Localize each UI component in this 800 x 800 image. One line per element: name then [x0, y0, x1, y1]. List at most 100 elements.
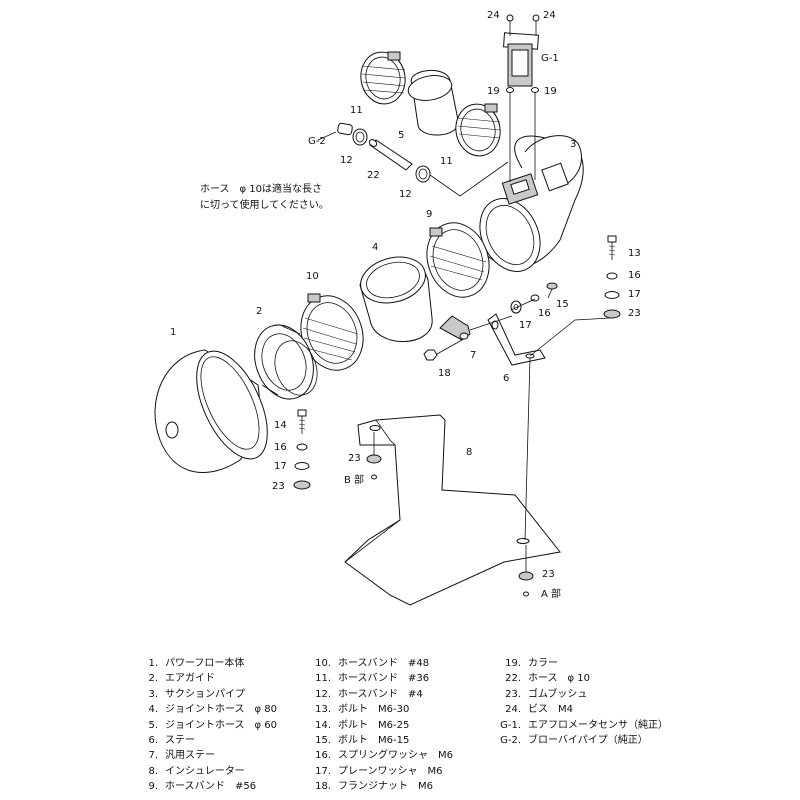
legend-item-number: 14.	[315, 719, 331, 731]
legend-item: 24. ビス M4	[495, 702, 668, 717]
legend-item-number: G-2.	[500, 735, 521, 747]
callout-23a: 23	[628, 308, 641, 319]
legend-item-number: 10.	[315, 658, 331, 669]
hose-cut-note-line-2: に切って使用してください。	[200, 198, 329, 211]
legend-item: 17.プレーンワッシャ M6	[305, 764, 453, 779]
legend-item: 4.ジョイントホース φ 80	[132, 702, 277, 717]
hose-bands-12	[352, 128, 431, 183]
legend-item: 1.パワーフロー本体	[132, 656, 277, 671]
legend-item: 12. ホースバンド #4	[305, 687, 453, 702]
callout-11b: 11	[440, 156, 453, 167]
legend-item-number: 12.	[315, 688, 331, 700]
stack-13	[603, 235, 621, 319]
legend-item-name: フランジナット M6	[338, 781, 433, 793]
callout-4: 4	[372, 242, 378, 253]
callout-23d: 23	[542, 569, 555, 580]
legend-item: 2. エアガイド	[132, 671, 277, 686]
legend-item: 7.汎用ステー	[132, 748, 277, 763]
legend-item-name: ビス M4	[528, 704, 573, 716]
legend-item: 9.ホースバンド #56	[132, 779, 277, 794]
legend-item: 8.インシュレーター	[132, 764, 277, 779]
legend-item-number: 18.	[315, 781, 331, 793]
legend-item-name: スプリングワッシャ M6	[338, 750, 453, 762]
legend-item-name: ゴムブッシュ	[528, 688, 588, 700]
washers-16-17-right	[510, 294, 540, 314]
legend-item-name: ブローバイパイプ（純正）	[528, 735, 648, 747]
legend-item-name: サクションパイプ	[165, 688, 245, 700]
insulator	[344, 414, 561, 606]
callout-19a: 19	[487, 86, 500, 97]
callout-17b: 17	[519, 320, 532, 331]
legend-item-name: ホースバンド #4	[338, 688, 423, 700]
legend-item-number: 24.	[505, 704, 521, 716]
legend-item-name: ボルト M6-30	[338, 704, 410, 716]
legend-item-number: 19.	[505, 658, 521, 669]
callout-14: 14	[274, 420, 287, 431]
legend-item-number: 7.	[148, 750, 158, 762]
legend-item-name: エアフロメータセンサ（純正）	[528, 719, 668, 731]
blow-by-pipe	[317, 122, 353, 141]
legend-item: 18. フランジナット M6	[305, 779, 453, 794]
callout-16a: 16	[628, 270, 641, 281]
legend-column-2: 10. ホースバンド #48 11.ホースバンド #36 12. ホースバンド #4 13…	[305, 656, 453, 795]
legend-item-number: 2.	[148, 673, 158, 685]
callout-12b: 12	[399, 189, 412, 200]
hose-band-48	[300, 293, 364, 371]
callout-2: 2	[256, 306, 262, 317]
callout-16b: 16	[538, 308, 551, 319]
exploded-parts-diagram: 1 2 3 4 5 6 7 8 9 10 11 11 12 12 13 14 1…	[154, 10, 641, 606]
stay	[487, 313, 611, 541]
suction-pipe	[479, 135, 584, 272]
legend-item: 13. ボルト M6-30	[305, 702, 453, 717]
callout-24b: 24	[543, 10, 556, 21]
legend-item-number: 6.	[148, 735, 158, 747]
legend-item-number: 3.	[148, 688, 158, 700]
callout-17a: 17	[628, 289, 641, 300]
legend-item-number: 4.	[148, 704, 158, 716]
legend-item-name: インシュレーター	[165, 765, 245, 777]
hose-band-56	[426, 222, 490, 298]
legend-item: 11.ホースバンド #36	[305, 671, 453, 686]
flange-nut	[423, 339, 463, 361]
bushing-a-section	[518, 545, 534, 597]
hose-10	[368, 139, 509, 197]
callout-12a: 12	[340, 155, 353, 166]
legend-item-name: エアガイド	[165, 673, 215, 685]
section-label-a: A 部	[541, 587, 561, 600]
legend-item: 15.ボルト M6-15	[305, 733, 453, 748]
collars-19	[506, 87, 539, 182]
legend-item-number: 13.	[315, 704, 331, 716]
callout-22: 22	[367, 170, 380, 181]
hose-cut-note-line-1: ホース φ 10は適当な長さ	[200, 182, 322, 195]
legend-item: 6.ステー	[132, 733, 277, 748]
callout-15: 15	[556, 299, 569, 310]
callout-g2: G-2	[308, 136, 326, 147]
callout-11a: 11	[350, 105, 363, 116]
legend-item-name: ホースバンド #56	[165, 781, 257, 793]
bushing-b-section	[366, 432, 382, 480]
callout-1: 1	[170, 327, 176, 338]
legend-item-name: ボルト M6-25	[338, 719, 410, 731]
callout-3: 3	[570, 139, 576, 150]
callout-13: 13	[628, 248, 641, 259]
stack-14	[293, 409, 311, 490]
screws-24	[506, 14, 540, 36]
callout-7: 7	[470, 350, 476, 361]
hose-band-upper-right	[455, 103, 501, 157]
legend-item: 19.カラー	[495, 656, 668, 671]
legend-item: G-1. エアフロメータセンサ（純正）	[495, 718, 668, 733]
section-label-b: B 部	[344, 473, 364, 486]
legend-item-number: 16.	[315, 750, 331, 762]
legend-item-name: ホース φ 10	[528, 673, 590, 685]
legend-item: 23.ゴムブッシュ	[495, 687, 668, 702]
legend-item: 22.ホース φ 10	[495, 671, 668, 686]
joint-hose-80	[359, 256, 433, 342]
callout-6: 6	[503, 373, 509, 384]
legend-item-name: ホースバンド #48	[338, 658, 430, 669]
legend-item-number: 5.	[148, 719, 158, 731]
callout-9: 9	[426, 209, 432, 220]
legend-item-number: G-1.	[500, 719, 521, 731]
legend-item-name: ジョイントホース φ 60	[165, 719, 277, 731]
